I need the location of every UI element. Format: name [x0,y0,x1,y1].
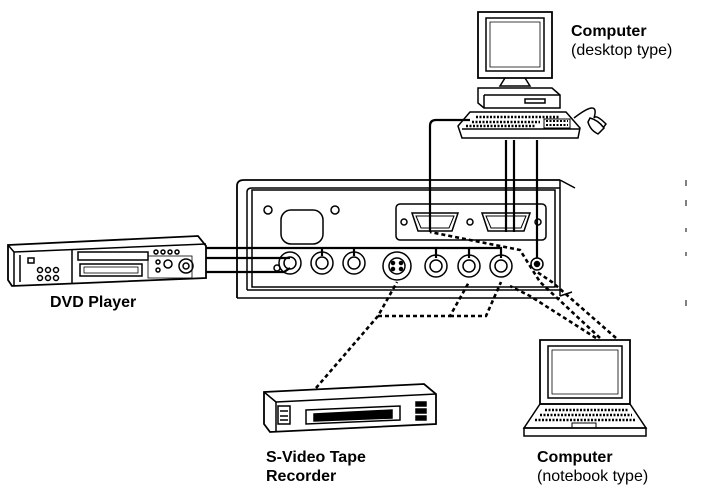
svideo-recorder-label: S-Video Tape Recorder [266,448,366,486]
notebook-computer-name: Computer [537,449,613,466]
notebook-computer [522,339,648,437]
desktop-computer-label: Computer (desktop type) [571,22,672,60]
cables-solid [206,118,539,274]
projector-audio-in [530,257,544,271]
notebook-computer-label: Computer (notebook type) [537,448,648,486]
svideo-recorder [263,383,437,433]
projector-rgb-out [466,212,542,232]
cables-dashed [315,230,617,389]
svideo-recorder-line2: Recorder [266,468,337,485]
svideo-recorder-line1: S-Video Tape [266,449,366,466]
projector-component-jacks [278,251,513,278]
dvd-player-label: DVD Player [50,293,136,312]
projector-svideo-jack [382,251,412,281]
projector-rear-panel [236,179,576,299]
dvd-player [7,235,207,287]
notebook-computer-type: (notebook type) [537,468,649,485]
desktop-computer-name: Computer [571,23,647,40]
desktop-computer-type: (desktop type) [571,42,673,59]
dvd-player-name: DVD Player [50,294,137,311]
desktop-computer [457,11,607,139]
